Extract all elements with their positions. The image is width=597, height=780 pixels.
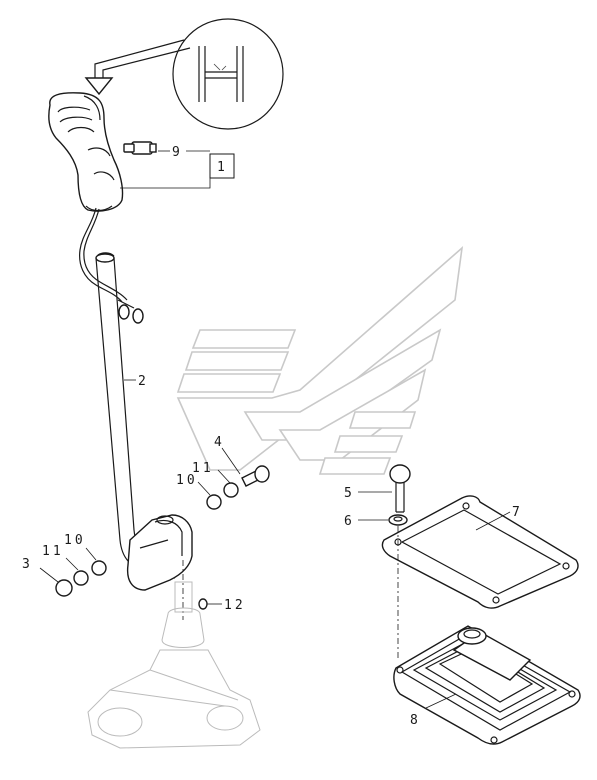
ring-11-upper [223, 482, 239, 498]
switch-part [123, 141, 210, 155]
cover-plate [381, 495, 579, 609]
callout-1: 1 [217, 160, 228, 175]
callout-6: 6 [344, 514, 355, 529]
callout-10-upper: 10 [176, 473, 198, 488]
callout-7: 7 [512, 505, 523, 520]
bolt-part [358, 464, 411, 513]
callout-9: 9 [172, 145, 183, 160]
callout-10-lower: 10 [64, 533, 86, 548]
pivot-pin [221, 447, 270, 487]
joystick-handle [48, 92, 211, 212]
detail-inset [84, 18, 284, 130]
ring-11-lower [73, 570, 89, 586]
ring-10-lower [91, 560, 107, 576]
callout-12: 12 [224, 598, 246, 613]
washers [39, 469, 239, 597]
callout-5: 5 [344, 486, 355, 501]
callout-labels: 1 2 3 4 5 6 7 8 9 10 10 11 11 12 [22, 145, 523, 728]
callout-11-upper: 11 [192, 461, 214, 476]
clip-part [198, 598, 222, 610]
reference-box [209, 153, 235, 179]
lever-bracket [126, 514, 193, 591]
watermark-logo [176, 245, 464, 475]
callout-3: 3 [22, 557, 33, 572]
callout-11-lower: 11 [42, 544, 64, 559]
washer-6-part [358, 514, 408, 526]
callout-4: 4 [214, 435, 225, 450]
ring-10-upper [206, 494, 222, 510]
wire-harness [79, 207, 144, 324]
washer-3 [55, 579, 73, 597]
base-mount [87, 560, 261, 749]
rubber-boot [393, 625, 581, 745]
callout-8: 8 [410, 713, 421, 728]
callout-2: 2 [138, 374, 149, 389]
